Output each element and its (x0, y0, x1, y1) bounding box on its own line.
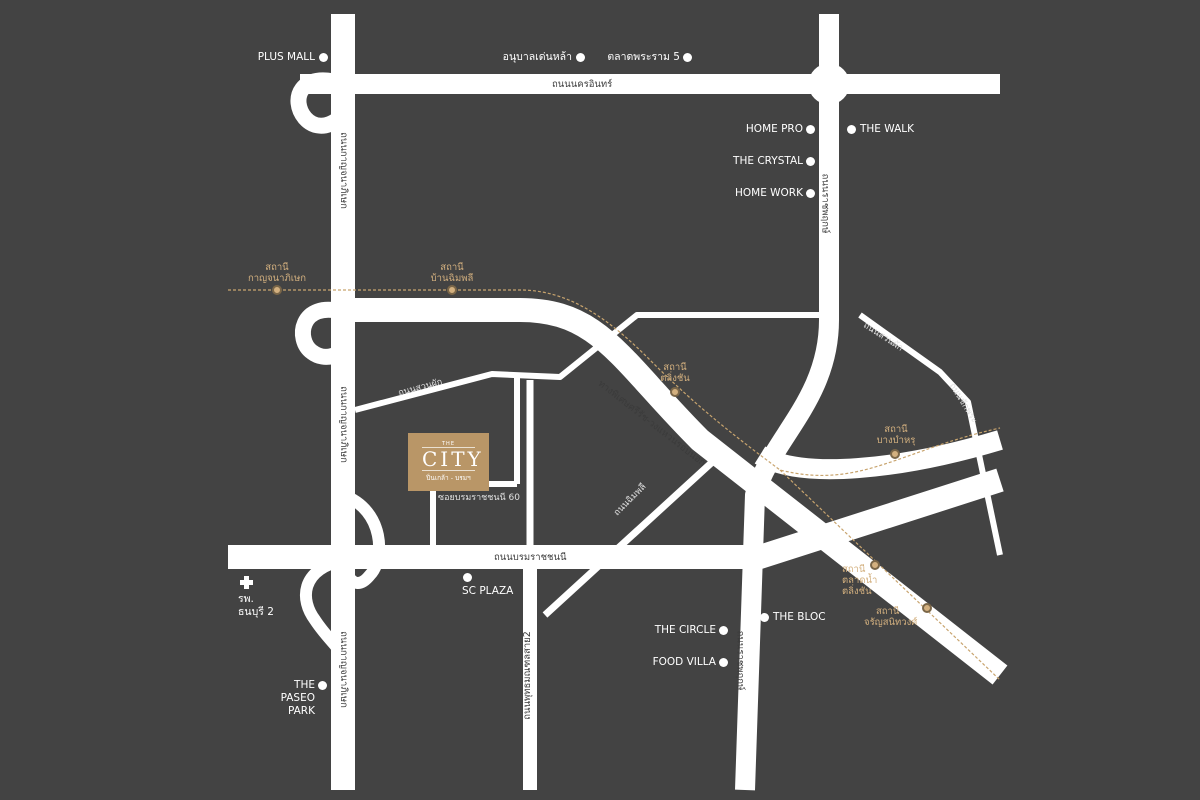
road-label-kanchana-mid: ถนนกาญจนาภิเษก (337, 386, 349, 463)
road-label-ratchaphruek-south: ถนนราชพฤกษ์ (734, 630, 746, 691)
road-interchange-west (299, 554, 349, 662)
road-ratchaphruek (735, 14, 839, 791)
poi-dot-sc-plaza (463, 573, 472, 582)
station-dot-ban-chimphli (447, 285, 457, 295)
poi-dot-home-work (806, 189, 815, 198)
poi-dot-plus-mall (319, 53, 328, 62)
road-label-kanchana-north: ถนนกาญจนาภิเษก (337, 132, 349, 209)
logo-the: THE (442, 441, 455, 447)
poi-label-the-circle: THE CIRCLE (654, 624, 716, 636)
logo-city: CITY (422, 447, 484, 471)
station-label-talat-nam-3: ตลิ่งชัน (842, 586, 872, 597)
road-chimphli (542, 452, 723, 618)
station-label-charan-2: จรัญสนิทวงศ์ (864, 617, 918, 628)
station-dot-kanchana (272, 285, 282, 295)
poi-label-paseo-1: THE (294, 679, 315, 691)
station-dot-talat-nam (870, 560, 880, 570)
poi-label-food-villa: FOOD VILLA (652, 656, 716, 668)
poi-dot-home-pro (806, 125, 815, 134)
station-dot-bang-ramat (890, 449, 900, 459)
poi-label-the-bloc: THE BLOC (773, 611, 826, 623)
poi-dot-the-bloc (760, 613, 769, 622)
poi-dot-food-villa (719, 658, 728, 667)
station-label-kanchana-2: กาญจนาภิเษก (247, 273, 307, 284)
poi-dot-the-circle (719, 626, 728, 635)
road-label-borommaratchachonnani: ถนนบรมราชชนนี (494, 552, 567, 563)
poi-dot-paseo-park (318, 681, 327, 690)
station-label-bang-ramat-1: สถานี (884, 424, 908, 435)
roundabout (808, 63, 850, 105)
poi-label-talat-rama5: ตลาดพระราม 5 (607, 51, 680, 63)
station-label-charan-1: สถานี (876, 606, 900, 617)
poi-dot-talat-rama5 (683, 53, 692, 62)
poi-label-home-pro: HOME PRO (745, 123, 803, 135)
rail-red-line (228, 289, 1001, 477)
station-label-ban-chimphli-2: บ้านฉิมพลี (430, 273, 474, 284)
poi-label-the-crystal: THE CRYSTAL (733, 155, 803, 167)
poi-dot-the-walk (847, 125, 856, 134)
station-label-talat-nam-2: ตลาดน้ำ (842, 575, 878, 586)
poi-label-anuban: อนุบาลเด่นหล้า (502, 51, 572, 63)
logo-subtitle: ปิ่นเกล้า - บรมฯ (426, 474, 471, 482)
station-dot-charan (922, 603, 932, 613)
station-dot-taling-chan (670, 387, 680, 397)
station-label-talat-nam-1: สถานี (842, 564, 866, 575)
poi-label-the-walk: THE WALK (860, 123, 915, 135)
poi-dot-the-crystal (806, 157, 815, 166)
road-label-phutthamonthon-2: ถนนพุทธมณฑลสาย2 (521, 631, 533, 720)
poi-label-sc-plaza: SC PLAZA (462, 585, 514, 597)
station-label-kanchana-1: สถานี (265, 262, 289, 273)
hospital-icon (240, 576, 253, 589)
station-label-ban-chimphli-1: สถานี (440, 262, 464, 273)
station-label-taling-chan-2: ตลิ่งชัน (660, 373, 690, 384)
road-suan-phak-west (354, 312, 820, 413)
road-label-kanchana-south: ถนนกาญจนาภิเษก (337, 631, 349, 708)
rail-light-red-line (779, 469, 1001, 681)
poi-label-paseo-2: PASEO (280, 692, 315, 704)
road-label-ratchaphruek-north: ถนนราชพฤกษ์ (819, 173, 831, 234)
road-chak-phra (754, 430, 1003, 480)
road-label-nakhon-in: ถนนนครอินทร์ (552, 79, 613, 90)
poi-label-paseo-3: PARK (287, 705, 315, 717)
poi-dot-anuban (576, 53, 585, 62)
poi-label-home-work: HOME WORK (734, 187, 803, 199)
hospital-label-1: รพ. (238, 593, 254, 605)
poi-label-plus-mall: PLUS MALL (257, 51, 315, 63)
station-label-bang-ramat-2: บางบำหรุ (876, 435, 916, 446)
road-loop-mid (294, 301, 351, 365)
project-logo: THE CITY ปิ่นเกล้า - บรมฯ (408, 433, 489, 491)
soi-label: ซอยบรมราชชนนี 60 (438, 493, 520, 503)
road-outer-ring (343, 298, 1008, 685)
hospital-label-2: ธนบุรี 2 (238, 606, 274, 618)
station-label-taling-chan-1: สถานี (663, 362, 687, 373)
